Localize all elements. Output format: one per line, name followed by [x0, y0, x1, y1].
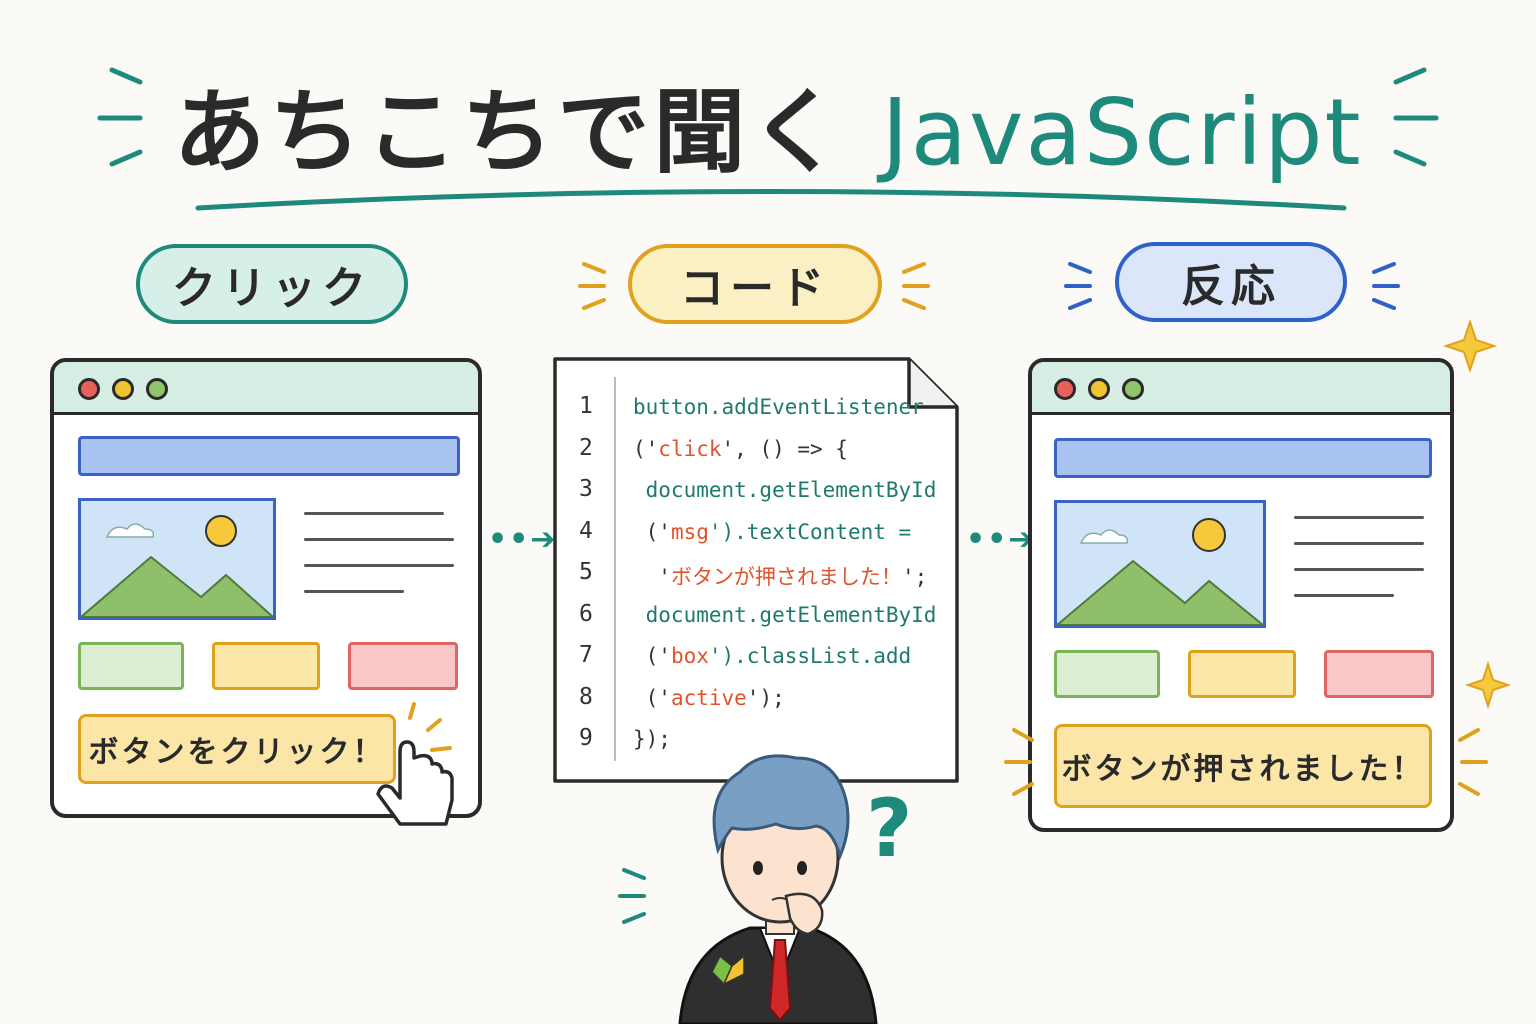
step-label-reaction: 反応: [1115, 242, 1347, 322]
code-token: button.addEventListener: [633, 395, 924, 419]
code-token: document.getElementById: [633, 602, 937, 627]
code-token: ボタンが押されました！: [670, 565, 902, 589]
code-token: box: [670, 644, 709, 668]
flow-arrow-2: ••➔: [966, 522, 1036, 557]
pointer-hand-icon: [376, 702, 454, 826]
code-token: ');: [746, 685, 785, 710]
pink-block: [348, 642, 458, 690]
line-number: 9: [579, 725, 593, 751]
page-title: あちこちで聞く JavaScript: [0, 58, 1536, 191]
header-placeholder: [78, 436, 460, 476]
code-token: ';: [901, 565, 928, 589]
code-line: button.addEventListener: [633, 395, 924, 419]
step-label-click: クリック: [136, 244, 408, 324]
text-line: [304, 564, 454, 567]
sparkle-icon: [1464, 660, 1512, 710]
green-block: [78, 642, 184, 690]
code-line: ('msg').textContent =: [633, 519, 912, 544]
code-token: document.getElementById: [633, 478, 937, 502]
line-number: 3: [579, 476, 593, 502]
text-line: [304, 590, 404, 593]
code-token: (': [633, 436, 659, 461]
yellow-block: [1188, 650, 1296, 698]
landscape-icon: [1057, 518, 1263, 625]
code-token: ', () => {: [721, 436, 848, 461]
code-token: click: [658, 436, 722, 461]
text-line: [1294, 594, 1394, 597]
title-accent: JavaScript: [881, 79, 1363, 186]
line-number: 2: [579, 434, 593, 461]
browser-title-bar: [54, 362, 478, 415]
title-decoration: [97, 67, 1439, 211]
browser-title-bar: [1032, 362, 1450, 415]
maximize-dot-icon: [146, 378, 168, 400]
minimize-dot-icon: [1088, 378, 1110, 400]
code-line: document.getElementById: [633, 478, 937, 502]
code-token: (': [633, 519, 671, 544]
maximize-dot-icon: [1122, 378, 1144, 400]
minimize-dot-icon: [112, 378, 134, 400]
text-line: [1294, 568, 1424, 571]
line-number: 1: [579, 393, 593, 419]
code-line: 'ボタンが押されました！';: [633, 561, 927, 591]
code-line: ('box').classList.add: [633, 644, 912, 668]
code-token: (': [633, 644, 671, 668]
flow-arrow-1: ••➔: [488, 522, 558, 557]
image-placeholder-icon: [1054, 500, 1266, 628]
code-token: });: [633, 727, 671, 751]
label-decoration: [578, 262, 1400, 310]
line-number: 6: [579, 600, 593, 627]
message-box: ボタンが押されました！: [1054, 724, 1432, 808]
text-line: [304, 512, 444, 515]
code-token: ').classList.add: [708, 644, 912, 668]
close-dot-icon: [1054, 378, 1076, 400]
browser-window-after: ボタンが押されました！: [1028, 358, 1454, 832]
sparkle-icon: [1442, 318, 1498, 374]
header-placeholder: [1054, 438, 1432, 478]
code-line: document.getElementById: [633, 602, 937, 627]
click-button[interactable]: ボタンをクリック！: [78, 714, 396, 784]
landscape-icon: [81, 515, 273, 617]
step-label-code: コード: [628, 244, 882, 324]
code-token: ').textContent =: [708, 519, 912, 544]
document-paper-icon: [553, 357, 959, 783]
image-placeholder-icon: [78, 498, 276, 620]
line-number: 8: [579, 683, 593, 710]
code-token: msg: [670, 519, 709, 544]
code-line: });: [633, 727, 671, 751]
line-number: 4: [579, 517, 593, 544]
yellow-block: [212, 642, 320, 690]
code-line: ('active');: [633, 686, 785, 710]
close-dot-icon: [78, 378, 100, 400]
text-line: [304, 538, 454, 541]
line-number: 5: [579, 559, 593, 585]
text-line: [1294, 516, 1424, 519]
green-block: [1054, 650, 1160, 698]
sparkle-decoration: [1004, 318, 1512, 796]
code-line: ('click', () => {: [633, 437, 848, 461]
title-main: あちこちで聞く: [173, 79, 846, 186]
code-token: ': [633, 565, 671, 589]
line-number: 7: [579, 642, 593, 668]
text-line: [1294, 542, 1424, 545]
code-token: active: [670, 685, 747, 710]
question-mark: ?: [866, 782, 913, 875]
thinking-person-illustration: [618, 754, 878, 1024]
code-token: (': [633, 685, 671, 710]
pink-block: [1324, 650, 1434, 698]
